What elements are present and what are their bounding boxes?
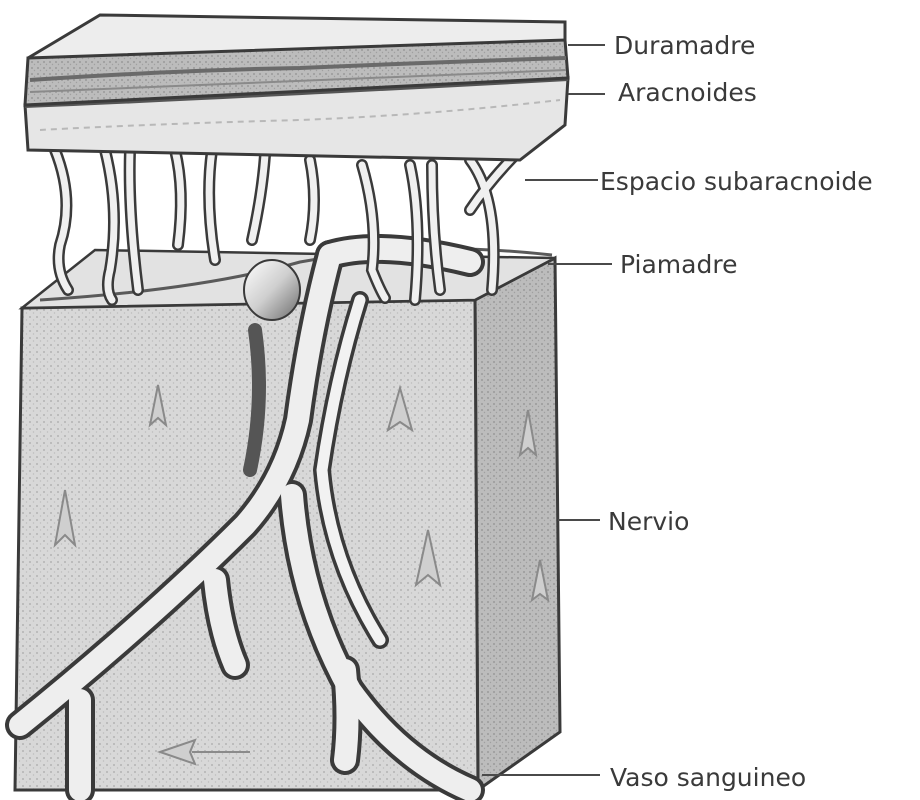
label-vaso-sanguineo: Vaso sanguineo xyxy=(610,763,806,792)
label-duramadre: Duramadre xyxy=(614,31,755,60)
label-aracnoides: Aracnoides xyxy=(618,78,757,107)
label-espacio-subaracnoide: Espacio subaracnoide xyxy=(600,167,873,196)
arachnoid-granulation xyxy=(244,260,300,320)
tissue-side-face xyxy=(475,258,560,790)
label-nervio: Nervio xyxy=(608,507,689,536)
label-piamadre: Piamadre xyxy=(620,250,737,279)
labels: Duramadre Aracnoides Espacio subaracnoid… xyxy=(600,31,873,792)
